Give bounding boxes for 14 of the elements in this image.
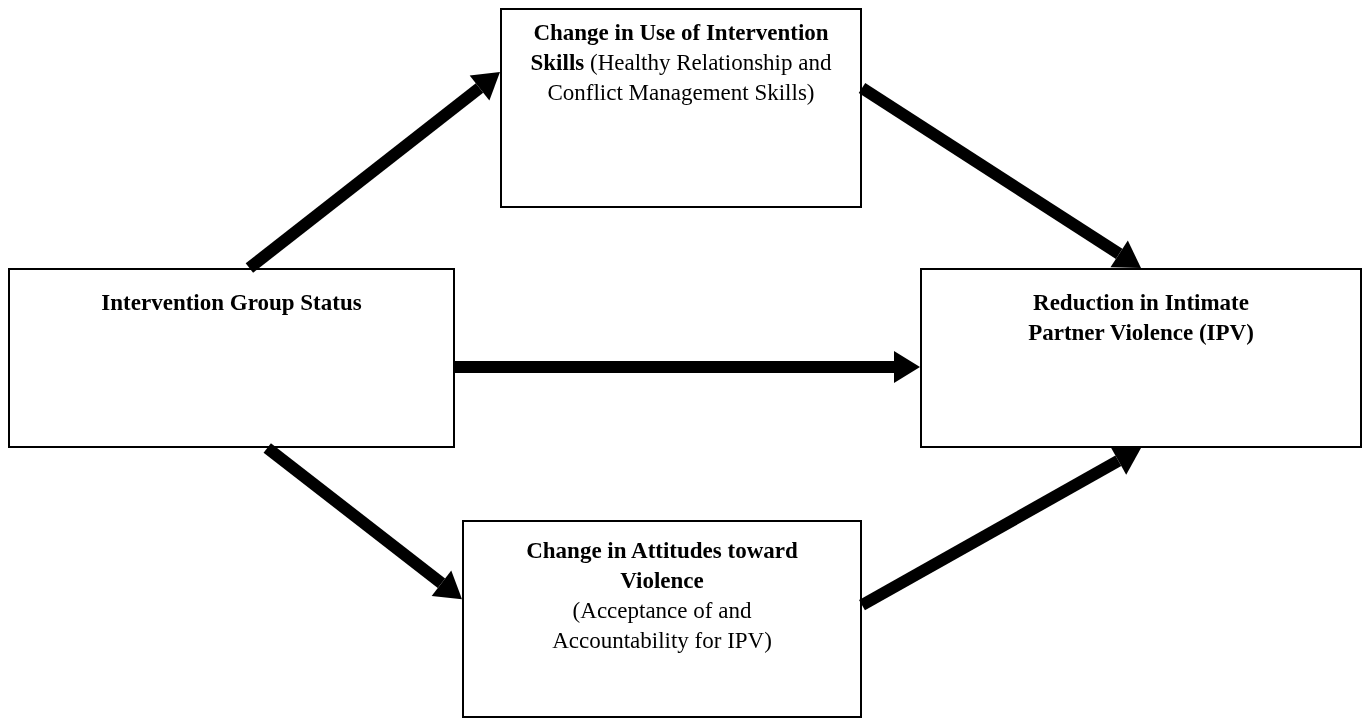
box-text: Intervention Group Status <box>101 289 362 317</box>
box-text: Change in Use of Intervention Skills (Healthy Relationship and Conflict Management Skills) <box>529 19 833 107</box>
box-text: Reduction in Intimate Partner Violence (IPV) <box>1027 289 1255 347</box>
process-box <box>462 520 862 718</box>
arrow <box>263 443 462 600</box>
process-box <box>500 8 862 208</box>
process-box <box>920 268 1362 448</box>
arrow <box>859 446 1141 611</box>
process-box <box>8 268 455 448</box>
arrow <box>858 82 1141 268</box>
arrow <box>245 72 500 273</box>
box-text: Change in Attitudes toward Violence <box>525 537 799 595</box>
arrow <box>455 351 920 383</box>
box-text: (Acceptance of and Accountability for IPV) <box>551 596 773 655</box>
